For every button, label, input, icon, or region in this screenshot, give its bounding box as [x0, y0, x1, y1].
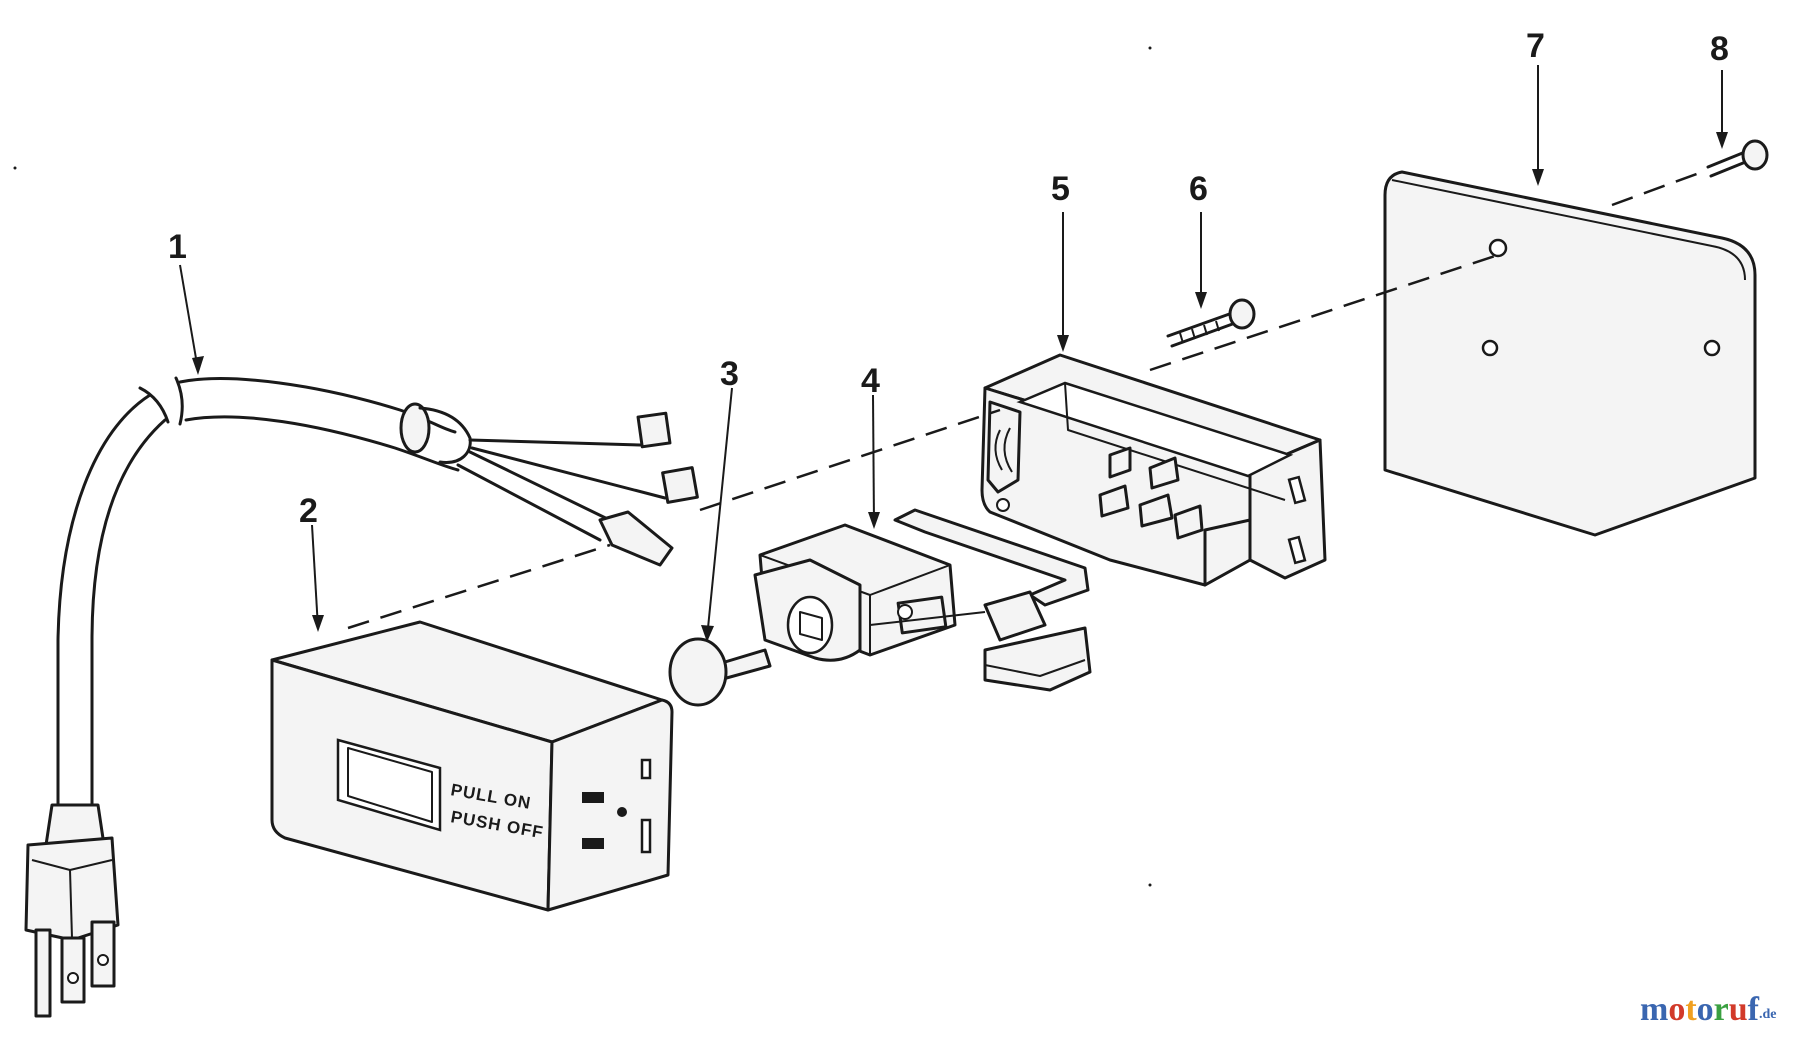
watermark-logo: motoruf.de	[1640, 991, 1777, 1028]
callout-6: 6	[1189, 170, 1208, 208]
housing-posts	[1098, 446, 1204, 540]
watermark-letter: f	[1748, 991, 1760, 1028]
cover-hole-2	[1481, 339, 1499, 357]
terminal-1	[636, 411, 672, 449]
outlet-slot-3	[640, 758, 652, 780]
part-8-screw	[1706, 139, 1769, 178]
terminal-2	[661, 466, 699, 504]
plug-prong-ground	[34, 928, 52, 1018]
watermark-letter: m	[1640, 991, 1668, 1028]
outlet-slot-2	[582, 838, 604, 849]
callout-4: 4	[861, 362, 880, 400]
cover-hole-3	[1703, 339, 1721, 357]
screw-8-head	[1741, 139, 1769, 171]
watermark-letter: r	[1714, 991, 1729, 1028]
grommet	[399, 402, 431, 454]
cover-hole-1	[1488, 238, 1508, 258]
outlet-ground-hole	[617, 807, 627, 817]
part-2-switch-box: PULL ON PUSH OFF	[270, 620, 674, 912]
screw-6-head	[1228, 298, 1256, 330]
knob-cap	[668, 637, 728, 707]
watermark-letter: u	[1729, 991, 1748, 1028]
leader-lines	[179, 65, 1728, 642]
outlet-slot-1	[582, 792, 604, 803]
callout-7: 7	[1526, 27, 1545, 65]
part-6-screw	[1166, 298, 1256, 348]
outlet-slot-4	[640, 818, 652, 854]
callout-1: 1	[168, 228, 187, 266]
watermark-letter: o	[1668, 991, 1685, 1028]
watermark-letter: t	[1685, 991, 1697, 1028]
plug-prong-1	[60, 936, 86, 1004]
part-1-power-cord	[24, 376, 699, 1018]
watermark-letter: o	[1697, 991, 1714, 1028]
part-3-knob	[668, 637, 772, 707]
watermark-text: motoruf.de	[1640, 991, 1777, 1028]
switch-window	[336, 738, 442, 832]
callout-8: 8	[1710, 30, 1729, 68]
alignment-lines	[347, 170, 1703, 630]
callout-3: 3	[720, 355, 739, 393]
callout-2: 2	[299, 492, 318, 530]
part-4-switch-mechanism	[753, 508, 1092, 692]
callout-5: 5	[1051, 170, 1070, 208]
part-5-housing	[980, 353, 1327, 587]
terminal-3	[598, 510, 674, 567]
part-7-cover-plate	[1383, 170, 1757, 537]
